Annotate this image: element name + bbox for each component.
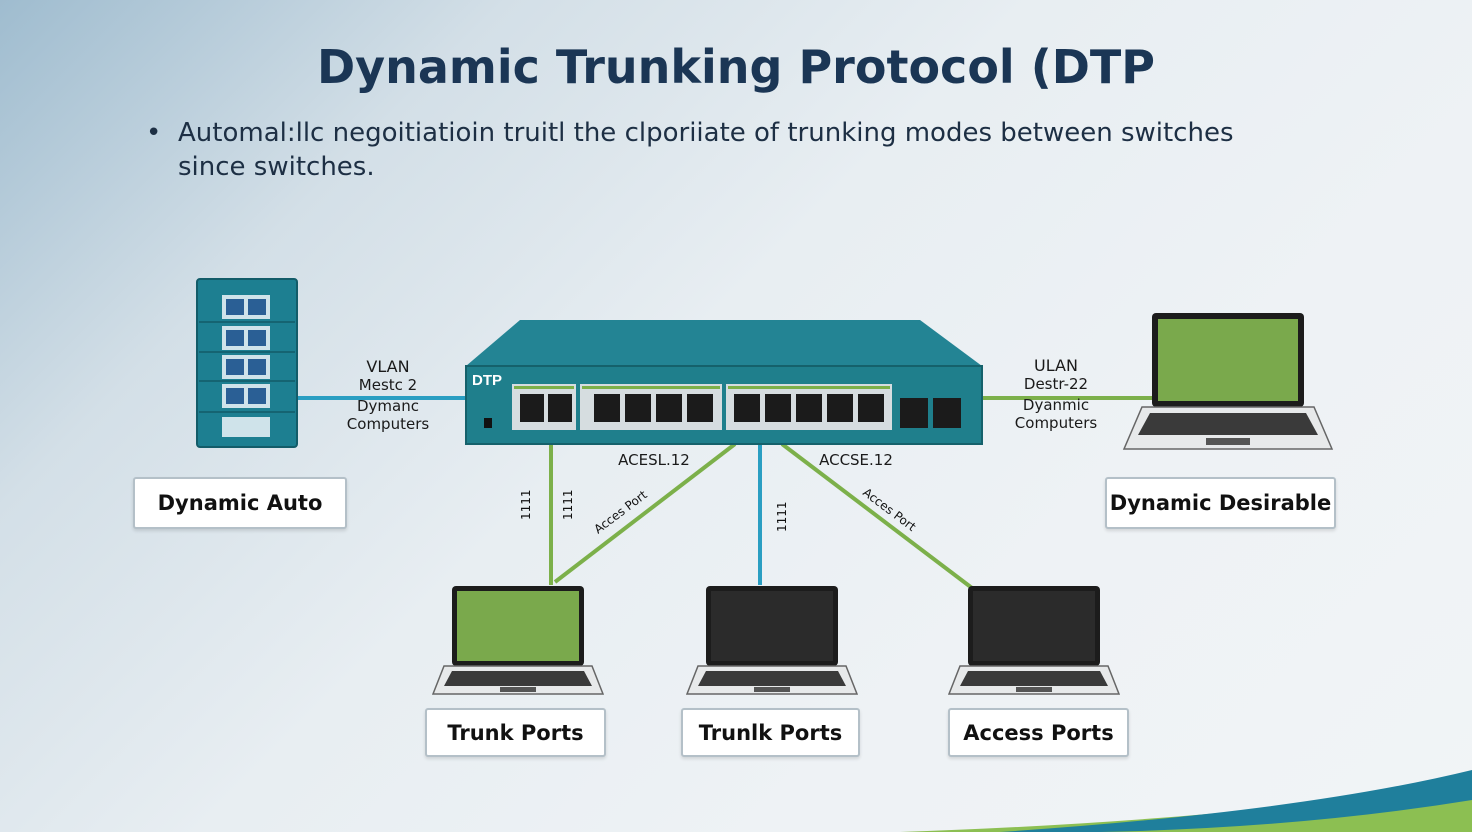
trunk-line-label-1: 1111 — [519, 489, 533, 520]
laptop-screen — [973, 591, 1095, 661]
laptop-screen — [457, 591, 579, 661]
laptop-trunk-2 — [686, 586, 858, 695]
right-link-mode: Destr-22 — [1023, 375, 1089, 393]
link-access-diagonal-2 — [780, 442, 974, 590]
laptop-right — [1122, 313, 1334, 450]
right-link-vlan: ULAN — [1034, 356, 1078, 375]
trunk-ports-box-2: Trunlk Ports — [681, 708, 860, 757]
left-link-computers: Computers — [346, 415, 430, 433]
bullet-line-2: since switches. — [178, 152, 375, 182]
right-link-type: Dyanmic — [1022, 396, 1090, 414]
corner-swoosh-blue — [1000, 770, 1472, 832]
switch-brand: DTP — [472, 372, 502, 389]
port-label-right: ACCSE.12 — [819, 451, 893, 469]
laptop-screen — [711, 591, 833, 661]
right-link-computers: Computers — [1014, 414, 1098, 432]
server-rack — [196, 278, 298, 448]
port-label-left: ACESL.12 — [618, 451, 690, 469]
access-ports-box: Access Ports — [948, 708, 1129, 757]
corner-swoosh-green — [900, 780, 1472, 832]
laptop-access — [948, 586, 1120, 695]
left-link-label: VLAN Mestc 2 Dymanc Computers — [338, 357, 438, 434]
laptop-screen — [1158, 319, 1298, 401]
network-switch: DTP — [465, 320, 983, 445]
trunk-line-label-3: 1111 — [775, 501, 789, 532]
bullet-dot: • — [146, 118, 162, 148]
right-link-label: ULAN Destr-22 Dyanmic Computers — [1006, 356, 1106, 433]
trunk-ports-box-1: Trunk Ports — [425, 708, 606, 757]
left-link-vlan: VLAN — [366, 357, 410, 376]
dynamic-desirable-box: Dynamic Desirable — [1105, 477, 1336, 529]
page-title: Dynamic Trunking Protocol (DTP — [316, 40, 1156, 94]
laptop-trunk-1 — [432, 586, 604, 695]
bullet-line-1: Automal:llc negoitiatioin truitl the clp… — [178, 118, 1234, 148]
left-link-mode: Mestc 2 — [358, 376, 418, 394]
trunk-line-label-2: 1111 — [561, 489, 575, 520]
left-link-type: Dymanc — [357, 397, 419, 415]
link-access-diagonal-1 — [553, 442, 737, 584]
access-line-label-1: Acces Port — [591, 487, 650, 536]
dynamic-auto-box: Dynamic Auto — [133, 477, 347, 529]
